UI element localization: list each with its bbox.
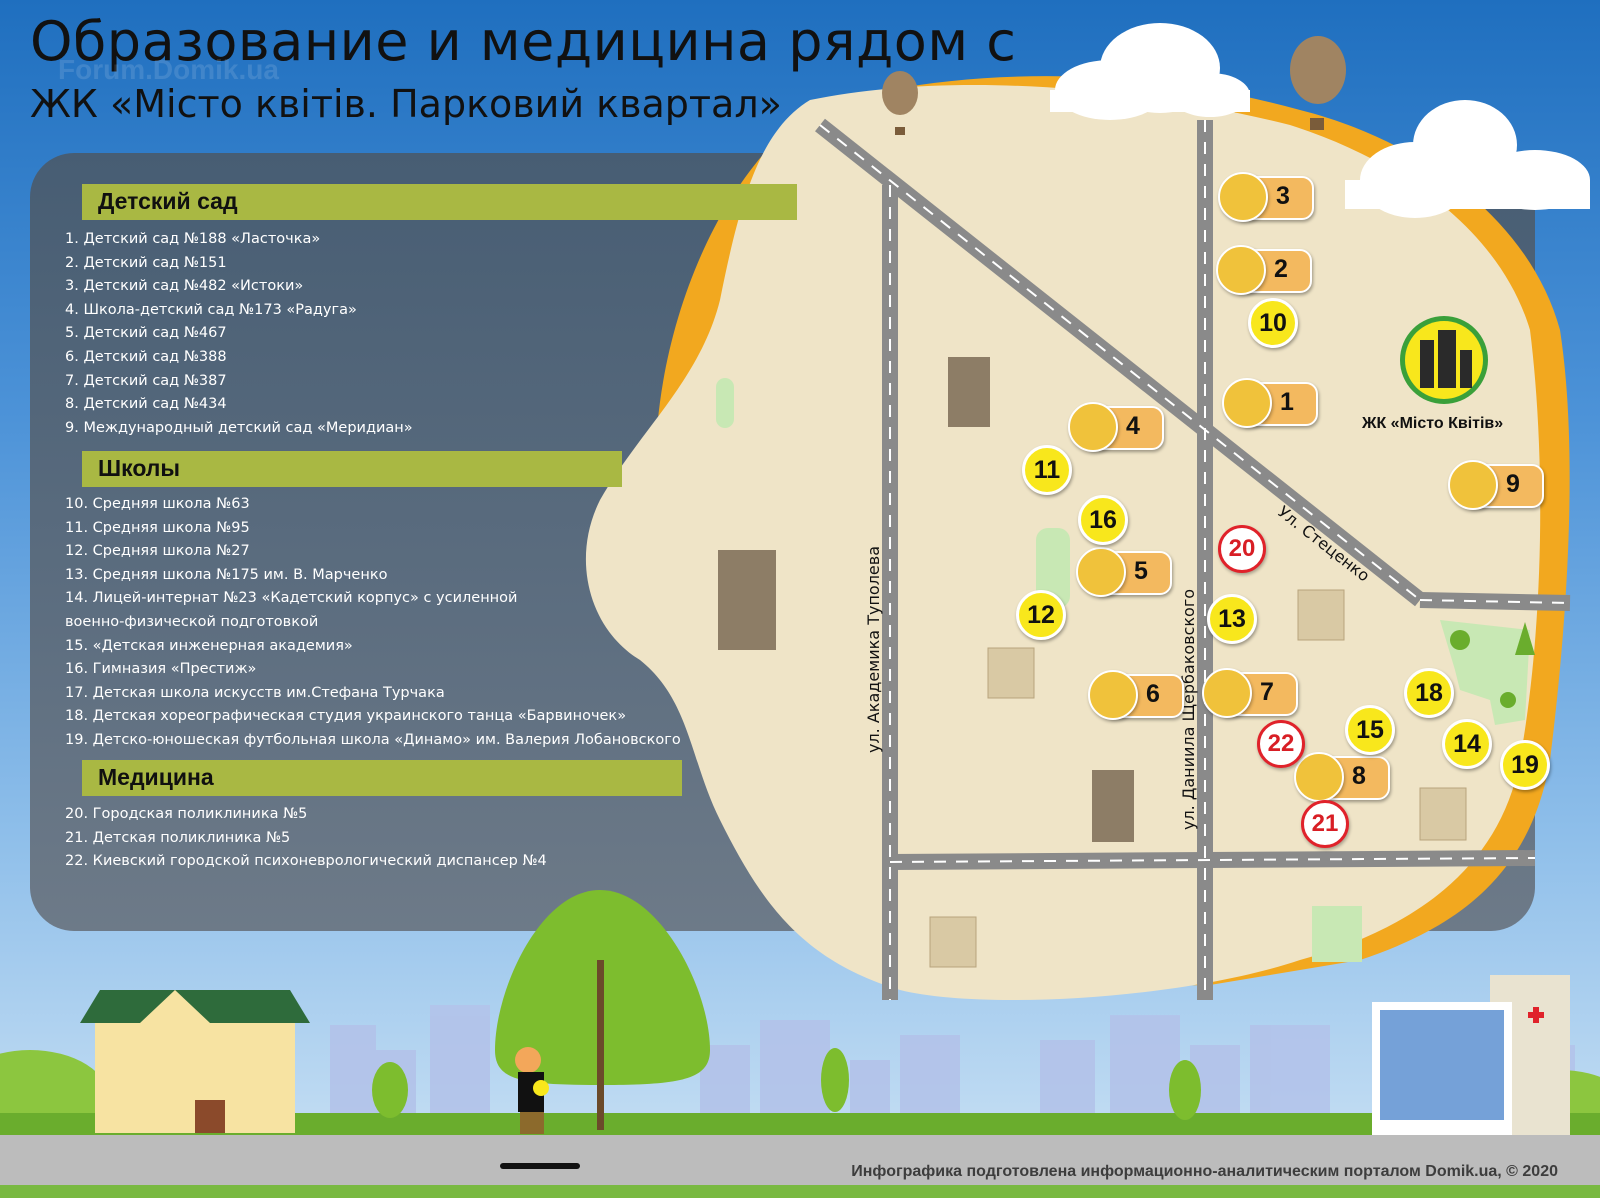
sidewalk (0, 1135, 1600, 1185)
watermark: Forum.Domik.ua (58, 54, 279, 85)
school-building-icon (80, 990, 310, 1133)
green-patch (1312, 906, 1362, 962)
buildings (718, 357, 1467, 968)
list-item: 2. Детский сад №151 (65, 254, 227, 271)
school-marker[interactable]: 14 (1442, 719, 1492, 769)
baby-icon (1068, 402, 1118, 452)
baby-icon (1076, 547, 1126, 597)
heading-medicine: Медицина (82, 760, 682, 796)
school-marker[interactable]: 11 (1022, 445, 1072, 495)
list-item: 12. Средняя школа №27 (65, 543, 250, 560)
list-item: военно-физической подготовкой (65, 613, 319, 630)
list-item: 19. Детско-юношеская футбольная школа «Д… (65, 731, 681, 748)
school-marker[interactable]: 16 (1078, 495, 1128, 545)
kindergarten-marker[interactable]: 5 (1076, 547, 1172, 597)
school-marker[interactable]: 18 (1404, 668, 1454, 718)
list-item: 15. «Детская инженерная академия» (65, 637, 353, 654)
kindergarten-marker[interactable]: 4 (1068, 402, 1164, 452)
bottom-grass (0, 1185, 1600, 1198)
list-item: 9. Международный детский сад «Меридиан» (65, 419, 413, 436)
heading-kindergartens: Детский сад (82, 184, 797, 220)
list-item: 4. Школа-детский сад №173 «Радуга» (65, 301, 357, 318)
grass-strip (0, 1113, 1600, 1135)
list-item: 22. Киевский городской психоневрологичес… (65, 853, 547, 870)
medicine-list: 20. Городская поликлиника №5 21. Детская… (65, 803, 547, 874)
school-marker[interactable]: 10 (1248, 298, 1298, 348)
list-item: 16. Гимназия «Престиж» (65, 661, 257, 678)
list-item: 20. Городская поликлиника №5 (65, 806, 308, 822)
complex-label: ЖК «Місто Квітів» (1362, 415, 1504, 432)
kindergarten-marker[interactable]: 8 (1294, 752, 1390, 802)
title-line-2: ЖК «Місто квітів. Парковий квартал» (30, 82, 782, 126)
school-marker[interactable]: 13 (1207, 594, 1257, 644)
city-skyline (330, 1005, 1575, 1115)
kindergarten-marker[interactable]: 6 (1088, 670, 1184, 720)
medicine-marker[interactable]: 21 (1301, 800, 1349, 848)
kindergarten-marker[interactable]: 7 (1202, 668, 1298, 718)
list-item: 6. Детский сад №388 (65, 348, 227, 365)
kindergarten-marker[interactable]: 3 (1218, 172, 1314, 222)
hot-air-balloon-icon (882, 36, 1346, 135)
baby-icon (1448, 460, 1498, 510)
baby-icon (1216, 245, 1266, 295)
hospital-building-icon (1372, 975, 1570, 1135)
list-item: 17. Детская школа искусств им.Стефана Ту… (65, 684, 445, 701)
medicine-marker[interactable]: 20 (1218, 525, 1266, 573)
clouds (1050, 23, 1590, 218)
title-line-1: Образование и медицина рядом с (30, 10, 1017, 73)
baby-icon (1222, 378, 1272, 428)
roads (815, 118, 1571, 1000)
list-item: 11. Средняя школа №95 (65, 519, 250, 536)
kindergarten-marker[interactable]: 2 (1216, 245, 1312, 295)
list-item: 7. Детский сад №387 (65, 372, 227, 389)
list-item: 1. Детский сад №188 «Ласточка» (65, 231, 321, 247)
street-label-tupoleva: ул. Академика Туполева (864, 545, 884, 754)
baby-icon (1202, 668, 1252, 718)
school-list: 10. Средняя школа №63 11. Средняя школа … (65, 493, 681, 753)
tree-icon (372, 890, 1201, 1130)
list-item: 5. Детский сад №467 (65, 325, 227, 342)
skateboarder-icon (500, 1047, 580, 1169)
list-item: 8. Детский сад №434 (65, 396, 227, 413)
list-item: 18. Детская хореографическая студия укра… (65, 708, 627, 725)
kindergarten-marker[interactable]: 1 (1222, 378, 1318, 428)
school-marker[interactable]: 19 (1500, 740, 1550, 790)
complex-building-icon (1420, 330, 1472, 388)
park-trees (1450, 622, 1535, 708)
heading-schools: Школы (82, 451, 622, 487)
green-patch (1036, 528, 1070, 608)
baby-icon (1218, 172, 1268, 222)
list-item: 21. Детская поликлиника №5 (65, 829, 291, 846)
green-patch (716, 378, 734, 428)
medicine-marker[interactable]: 22 (1257, 720, 1305, 768)
baby-icon (1088, 670, 1138, 720)
school-marker[interactable]: 15 (1345, 705, 1395, 755)
list-item: 10. Средняя школа №63 (65, 496, 250, 512)
list-item: 14. Лицей-интернат №23 «Кадетский корпус… (65, 590, 518, 607)
school-marker[interactable]: 12 (1016, 590, 1066, 640)
kindergarten-marker[interactable]: 9 (1448, 460, 1544, 510)
baby-icon (1294, 752, 1344, 802)
kindergarten-list: 1. Детский сад №188 «Ласточка» 2. Детски… (65, 228, 413, 440)
list-item: 13. Средняя школа №175 им. В. Марченко (65, 566, 388, 583)
list-item: 3. Детский сад №482 «Истоки» (65, 278, 304, 295)
footer-credit: Инфографика подготовлена информационно-а… (851, 1163, 1558, 1180)
